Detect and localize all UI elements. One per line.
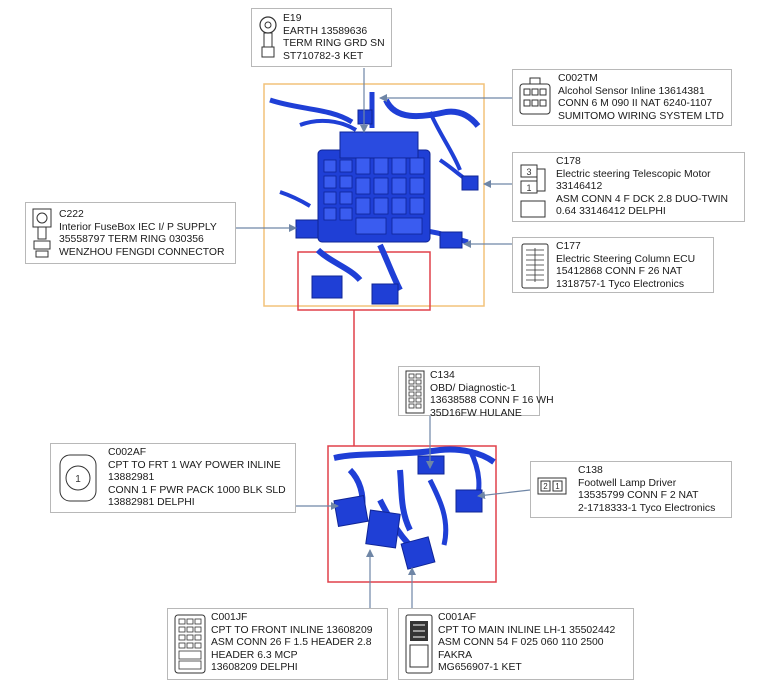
connector-callout-c177[interactable]: C177 Electric Steering Column ECU 154128…	[512, 237, 714, 293]
pin-label: 2	[543, 482, 548, 491]
connector-callout-c002af[interactable]: 1 C002AF CPT TO FRT 1 WAY POWER INLINE 1…	[50, 443, 296, 513]
connector-id: C134	[430, 370, 455, 381]
pin-label: 1	[75, 474, 81, 485]
connector-id: C002TM	[558, 73, 598, 84]
power-connector-icon: 1	[59, 454, 97, 502]
ring-terminal-icon	[32, 208, 52, 258]
connector-callout-c222[interactable]: C222 Interior FuseBox IEC I/ P SUPPLY 35…	[25, 202, 236, 264]
pin-label: 1	[555, 482, 560, 491]
connector-callout-c138[interactable]: 2 1 C138 Footwell Lamp Driver 13535799 C…	[530, 461, 732, 518]
connector-callout-c001jf[interactable]: C001JF CPT TO FRONT INLINE 13608209 ASM …	[167, 608, 388, 680]
lower-harness-illustration	[333, 446, 496, 570]
connector-id: C177	[556, 241, 581, 252]
connector-callout-c134[interactable]: C134 OBD/ Diagnostic-1 13638588 CONN F 1…	[398, 366, 554, 419]
connector-callout-c001af[interactable]: C001AF CPT TO MAIN INLINE LH-1 35502442 …	[398, 608, 634, 680]
upper-frame	[263, 83, 485, 307]
connector-26pin-icon	[521, 243, 549, 289]
connector-16pin-icon	[405, 370, 425, 414]
connector-id: C001AF	[438, 612, 477, 623]
upper-highlight	[297, 251, 431, 311]
connector-callout-e19[interactable]: E19 EARTH 13589636 TERM RING GRD SN ST71…	[251, 8, 392, 67]
connector-id: C178	[556, 156, 581, 167]
connector-id: E19	[283, 13, 302, 24]
fusebox-illustration	[269, 92, 481, 305]
leader-lines	[236, 68, 531, 608]
ring-terminal-icon	[259, 16, 277, 58]
connector-callout-c178[interactable]: 3 1 C178 Electric steering Telescopic Mo…	[512, 152, 745, 222]
connector-id: C001JF	[211, 612, 248, 623]
pin-label: 1	[526, 183, 531, 193]
pin-label: 3	[526, 167, 531, 177]
connector-54pin-icon	[405, 614, 433, 674]
connector-26pin-icon	[174, 614, 206, 674]
connector-6pin-icon	[519, 77, 551, 115]
connector-callout-c002tm[interactable]: C002TM Alcohol Sensor Inline 13614381 CO…	[512, 69, 732, 126]
connector-2pin-icon: 2 1	[537, 477, 567, 495]
connector-id: C222	[59, 209, 84, 220]
connector-2pin-icon: 3 1	[520, 164, 546, 218]
connector-id: C002AF	[108, 447, 147, 458]
connector-id: C138	[578, 465, 603, 476]
